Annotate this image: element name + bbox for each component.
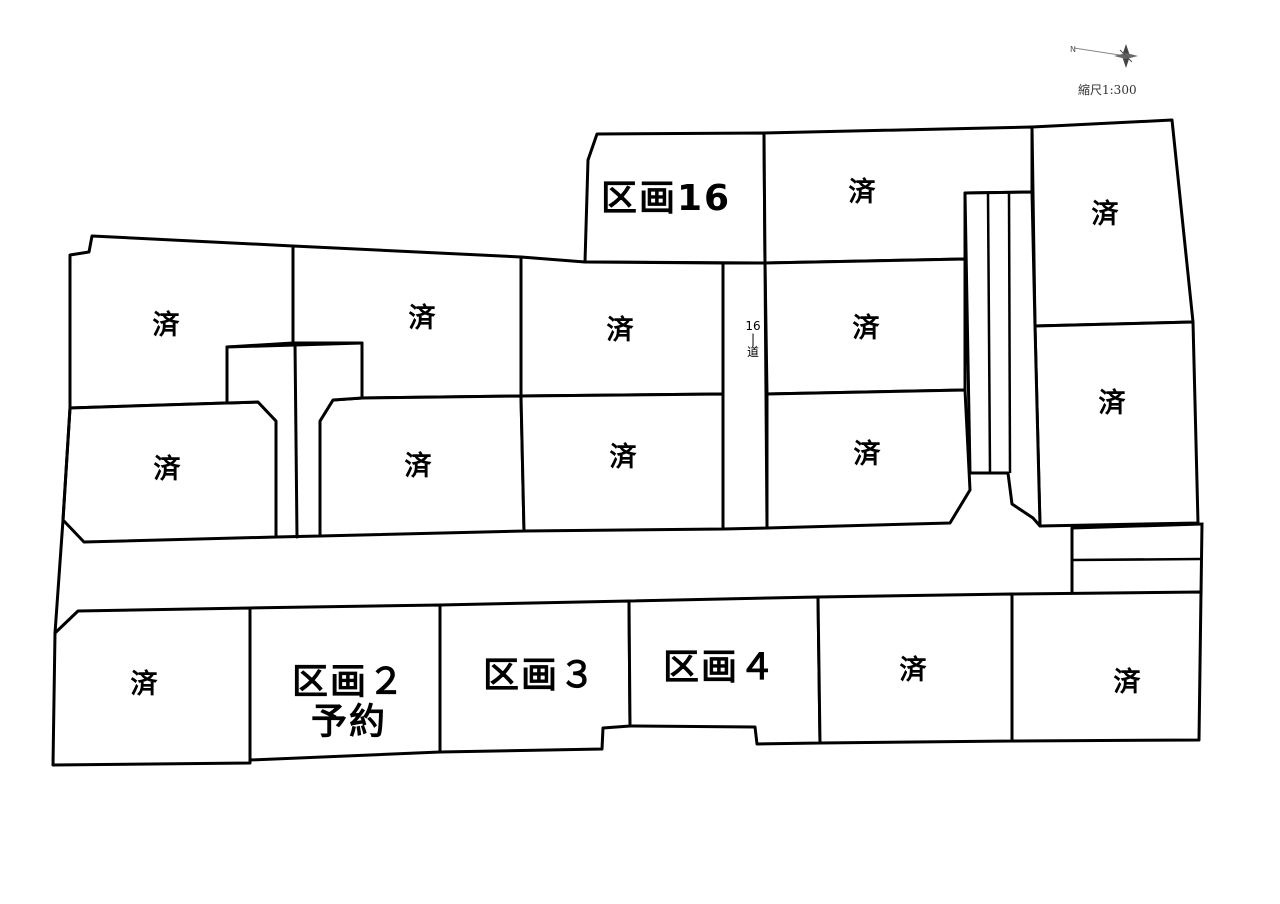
lot-label-ne-upper: 済 xyxy=(852,312,880,344)
boundary-west-lower xyxy=(61,406,72,522)
lot-label-top-right: 済 xyxy=(1091,198,1119,230)
west-road-centerline xyxy=(293,341,299,539)
lot-s6[interactable] xyxy=(1010,590,1203,743)
lot-label-s5: 済 xyxy=(899,654,927,686)
lot-label-nw-lower: 済 xyxy=(153,453,181,485)
private-road-east xyxy=(963,190,1042,528)
lot-label-2: 区画２ 予約 xyxy=(291,661,407,744)
lot-label-nw-upper: 済 xyxy=(152,309,180,341)
road-label-16: 16 | 道 xyxy=(745,319,761,359)
main-road-west-edge xyxy=(53,518,65,635)
lot-label-16: 区画16 xyxy=(600,177,732,219)
lot-label-east-mid: 済 xyxy=(1098,387,1126,419)
lot-label-n2-lower: 済 xyxy=(404,450,432,482)
lot-label-n2-upper: 済 xyxy=(408,302,436,334)
lot-label-s6: 済 xyxy=(1113,666,1141,698)
private-road-east-lanes xyxy=(986,192,1012,474)
lot-2-reserved: 予約 xyxy=(310,702,388,743)
north-mark: N xyxy=(1070,45,1076,54)
compass-rose-icon: N xyxy=(1070,44,1138,68)
private-road-16 xyxy=(721,261,769,531)
lot-label-top-mid: 済 xyxy=(848,176,876,208)
lot-label-n3-upper: 済 xyxy=(606,314,634,346)
lot-label-s1: 済 xyxy=(130,668,158,700)
lot-label-ne-lower: 済 xyxy=(853,438,881,470)
road-end-hatch[interactable] xyxy=(1070,522,1204,596)
lot-label-3: 区画３ xyxy=(482,654,598,696)
lot-label-4: 区画４ xyxy=(662,646,778,688)
lot-label-n3-lower: 済 xyxy=(609,441,637,473)
lot-east-mid[interactable] xyxy=(1033,320,1200,528)
scale-label: 縮尺1:300 xyxy=(1078,83,1137,97)
lot-2-title: 区画２ xyxy=(291,661,407,703)
lot-s1[interactable] xyxy=(51,606,252,767)
